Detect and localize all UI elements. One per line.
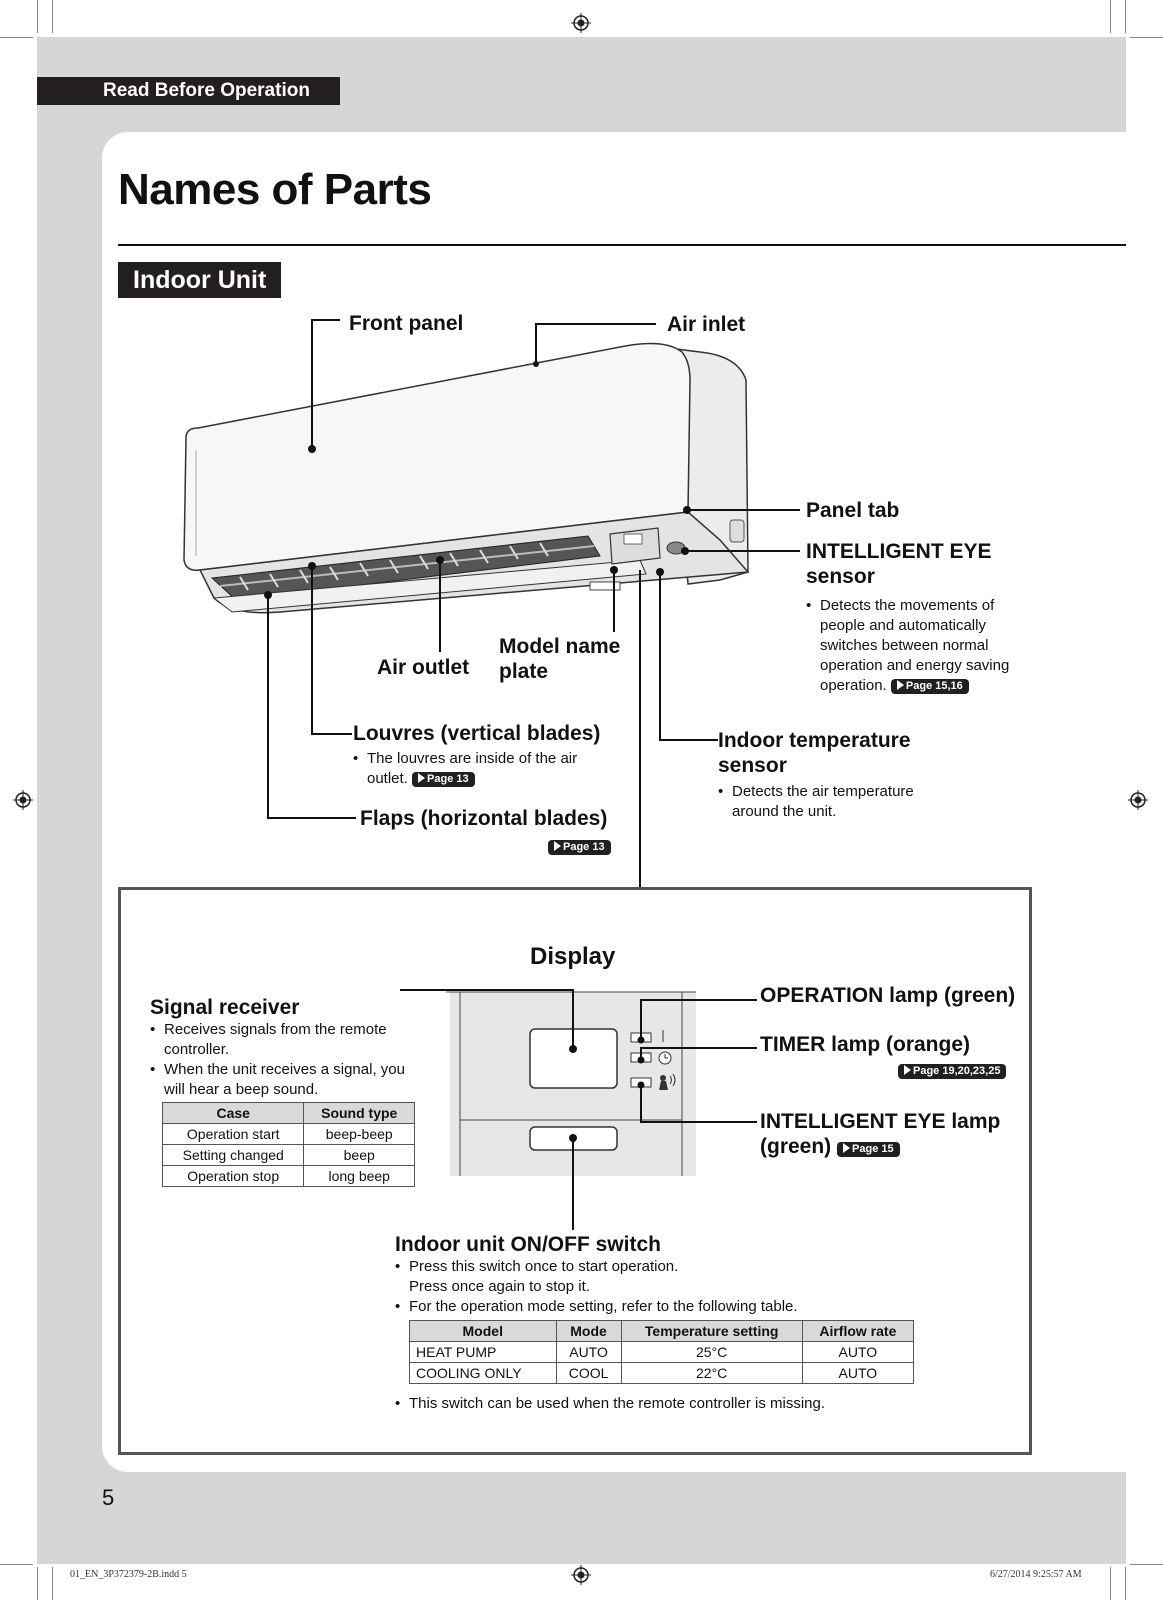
table-header: Case	[161, 1102, 305, 1124]
signal-receiver-title: Signal receiver	[150, 996, 300, 1019]
desc-line: around the unit.	[732, 803, 837, 820]
table-row: COOLING ONLY COOL 22°C AUTO	[409, 1362, 915, 1384]
display-section	[118, 887, 1032, 1455]
bullet-line: will hear a beep sound.	[164, 1081, 319, 1098]
table-cell: Operation start	[161, 1123, 305, 1145]
table-header: Mode	[555, 1320, 622, 1342]
table-cell: 25°C	[620, 1341, 803, 1363]
signal-receiver-bullet: Receives signals from the remote control…	[150, 1020, 440, 1060]
table-cell: COOLING ONLY	[409, 1362, 557, 1384]
panel-tab-label: Panel tab	[806, 499, 900, 522]
registration-mark-icon	[571, 1565, 591, 1585]
eye-sensor-title-line2: sensor	[806, 565, 875, 588]
table-header-row: Case Sound type	[161, 1102, 415, 1124]
table-cell: Operation stop	[161, 1165, 305, 1187]
model-name-plate-label: Model name plate	[499, 634, 620, 684]
table-cell: AUTO	[555, 1341, 622, 1363]
eye-sensor-callout: INTELLIGENT EYE sensor Detects the movem…	[806, 539, 1046, 696]
table-header: Temperature setting	[620, 1320, 803, 1342]
onoff-switch-title: Indoor unit ON/OFF switch	[395, 1233, 661, 1256]
temp-sensor-callout: Indoor temperature sensor Detects the ai…	[718, 728, 978, 822]
temp-sensor-description: Detects the air temperature around the u…	[718, 782, 978, 822]
table-cell: AUTO	[801, 1362, 915, 1384]
desc-line: Detects the air temperature	[732, 783, 914, 800]
page-number: 5	[102, 1485, 115, 1510]
switch-bullet: For the operation mode setting, refer to…	[395, 1297, 915, 1317]
display-title: Display	[530, 943, 616, 970]
desc-line: Detects the movements of	[820, 597, 995, 614]
signal-receiver-bullet: When the unit receives a signal, you wil…	[150, 1060, 440, 1100]
flaps-page-reference: Page 13	[548, 838, 611, 856]
switch-bullet: Press this switch once to start operatio…	[395, 1257, 915, 1297]
bullet-line: Receives signals from the remote	[164, 1021, 387, 1038]
display-panel-illustration	[400, 989, 757, 1230]
timer-lamp-label: TIMER lamp (orange)	[760, 1033, 971, 1056]
flaps-label: Flaps (horizontal blades)	[360, 807, 608, 830]
operation-lamp-label: OPERATION lamp (green)	[760, 984, 1016, 1007]
desc-line: people and automatically	[820, 617, 986, 634]
eye-lamp-line1: INTELLIGENT EYE lamp	[760, 1110, 1001, 1133]
table-row: HEAT PUMP AUTO 25°C AUTO	[409, 1341, 915, 1363]
table-cell: beep-beep	[303, 1123, 415, 1145]
table-header: Model	[409, 1320, 557, 1342]
footer-filename: 01_EN_3P372379-2B.indd 5	[70, 1569, 187, 1580]
model-plate-line1: Model name	[499, 635, 621, 658]
registration-mark-icon	[571, 13, 591, 33]
bullet-line: controller.	[164, 1041, 230, 1058]
table-header: Sound type	[303, 1102, 415, 1124]
temp-sensor-title: Indoor temperature	[718, 729, 911, 752]
table-cell: Setting changed	[161, 1144, 305, 1166]
registration-mark-icon	[13, 790, 33, 810]
switch-bullet: This switch can be used when the remote …	[395, 1394, 1163, 1414]
eye-lamp-line2: (green)	[760, 1135, 832, 1158]
page-title: Names of Parts	[118, 165, 432, 214]
table-cell: HEAT PUMP	[409, 1341, 557, 1363]
louvres-description: The louvres are inside of the air outlet…	[353, 749, 633, 789]
air-inlet-label: Air inlet	[667, 313, 746, 336]
indoor-unit-illustration	[183, 319, 800, 887]
table-header: Airflow rate	[801, 1320, 915, 1342]
page-reference: Page 15	[837, 1142, 900, 1157]
front-panel-label: Front panel	[349, 312, 464, 335]
louvres-callout: Louvres (vertical blades) The louvres ar…	[353, 721, 633, 789]
subsection-title: Indoor Unit	[118, 262, 282, 298]
desc-line: operation and energy saving	[820, 657, 1010, 674]
table-cell: long beep	[303, 1165, 415, 1187]
desc-line: outlet.	[367, 770, 408, 787]
bullet-line: Press this switch once to start operatio…	[409, 1258, 679, 1275]
table-header-row: Model Mode Temperature setting Airflow r…	[409, 1320, 915, 1342]
desc-line: switches between normal	[820, 637, 989, 654]
eye-sensor-description: Detects the movements of people and auto…	[806, 596, 1046, 696]
page-reference: Page 13	[412, 772, 475, 787]
eye-sensor-title: INTELLIGENT EYE	[806, 540, 992, 563]
air-outlet-label: Air outlet	[377, 656, 470, 679]
registration-mark-icon	[1128, 790, 1148, 810]
louvres-title: Louvres (vertical blades)	[353, 722, 601, 745]
temp-sensor-title-line2: sensor	[718, 754, 787, 777]
footer-timestamp: 6/27/2014 9:25:57 AM	[990, 1569, 1082, 1580]
table-cell: beep	[303, 1144, 415, 1166]
operation-mode-table: Model Mode Temperature setting Airflow r…	[409, 1320, 915, 1384]
table-cell: AUTO	[801, 1341, 915, 1363]
eye-lamp-label: INTELLIGENT EYE lamp (green) Page 15	[760, 1109, 1000, 1159]
table-cell: 22°C	[620, 1362, 803, 1384]
timer-page-reference: Page 19,20,23,25	[898, 1062, 1007, 1080]
signal-receiver-callout: Signal receiver Receives signals from th…	[150, 995, 440, 1100]
desc-line: operation.	[820, 677, 887, 694]
title-divider	[118, 244, 1126, 246]
page-reference: Page 15,16	[890, 679, 969, 694]
section-tab: Read Before Operation	[37, 77, 340, 105]
bullet-line: When the unit receives a signal, you	[164, 1061, 405, 1078]
bullet-line: Press once again to stop it.	[409, 1278, 590, 1295]
model-plate-line2: plate	[499, 660, 549, 683]
onoff-switch-callout: Indoor unit ON/OFF switch Press this swi…	[395, 1232, 915, 1317]
table-cell: COOL	[555, 1362, 622, 1384]
desc-line: The louvres are inside of the air	[367, 750, 578, 767]
